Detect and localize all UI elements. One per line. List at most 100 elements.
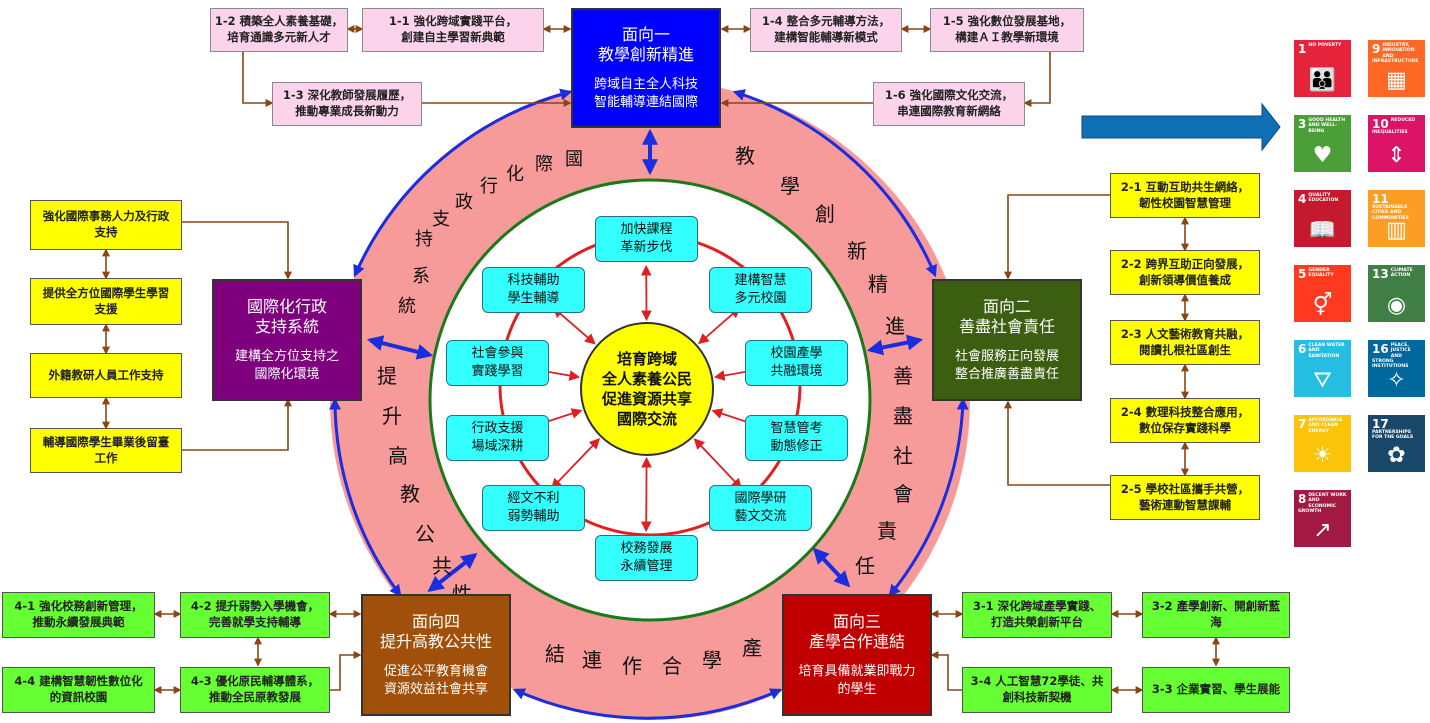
sdg-number: 10 [1372, 117, 1389, 131]
ring-char: 學 [780, 174, 800, 198]
ring-char: 創 [815, 202, 835, 226]
dim3-item-3-1: 3-1 深化跨域產學實踐、 打造共榮創新平台 [962, 592, 1112, 638]
spoke-arrow [550, 437, 601, 490]
sdg-label: Industry, Innovation and Infrastructure [1372, 43, 1419, 64]
sdg-tile: 5Gender Equality⚥ [1294, 265, 1351, 322]
ring-char: 會 [893, 482, 913, 506]
spoke-box: 行政支援 場域深耕 [446, 415, 549, 461]
spoke-box: 科技輔助 學生輔導 [482, 267, 585, 313]
dim2-box: 面向二 善盡社會責任 社會服務正向發展 整合推廣善盡責任 [932, 279, 1082, 401]
growth-icon: ↗ [1313, 518, 1332, 543]
sdg-number: 17 [1372, 417, 1389, 431]
sdg-number: 9 [1372, 42, 1381, 56]
sdg-label: Peace, Justice and Strong Institutions [1372, 343, 1411, 370]
ring-char: 教 [735, 144, 755, 168]
sdg-label: Good Health and Well-Being [1308, 118, 1346, 134]
sdg-label: No Poverty [1308, 43, 1342, 48]
spoke-box: 社會參與 實踐學習 [446, 340, 549, 386]
dim4-subtitle: 促進公平教育機會 資源效益社會共享 [383, 664, 488, 697]
intl-item-2: 提供全方位國際學生學習 支援 [30, 278, 182, 325]
sdg-number: 13 [1372, 267, 1389, 281]
water-icon: ⛛ [1313, 368, 1332, 393]
sdg-label: Partnerships for the Goals [1372, 430, 1414, 441]
sdg-pointer-arrow [1081, 102, 1281, 152]
ring-char: 升 [382, 404, 402, 428]
dim1-title: 面向一 教學創新精進 [597, 24, 694, 65]
sdg-tile: 10Reduced Inequalities ⇕ [1368, 115, 1425, 172]
center-goal-circle: 培育跨域 全人素養公民 促進資源共享 國際交流 [580, 322, 714, 456]
dim1-item-1-5: 1-5 強化數位發展基地， 構建ＡＩ教學新環境 [930, 8, 1084, 52]
dim1-item-1-1: 1-1 強化跨域實踐平台， 創建自主學習新典範 [362, 8, 544, 52]
sdg-tile: 13Climate Action◉ [1368, 265, 1425, 322]
dim4-item-4-3: 4-3 優化原民輔導體系， 推動全民原教發展 [180, 667, 330, 713]
ring-char: 持 [415, 229, 433, 250]
ring-char: 支 [432, 209, 450, 230]
gender-icon: ⚥ [1312, 293, 1333, 318]
dim3-title: 面向三 產學合作連結 [808, 611, 905, 652]
dim2-connectors [1004, 194, 1189, 486]
intl-connectors [102, 221, 292, 451]
intl-item-4: 輔導國際學生畢業後留臺 工作 [30, 428, 182, 473]
sdg-label: Decent Work and Economic Growth [1298, 493, 1347, 514]
sdg-number: 4 [1298, 192, 1307, 206]
cubes-icon: ▦ [1386, 68, 1407, 93]
ring-char: 進 [885, 314, 905, 338]
dove-icon: ✧ [1387, 368, 1406, 393]
sdg-tile: 6Clean Water and Sanitation ⛛ [1294, 340, 1351, 397]
dim3-item-3-4: 3-4 人工智慧72學徒、共 創科技新契機 [962, 667, 1112, 713]
ring-char: 共 [432, 554, 452, 578]
ring-char: 學 [702, 648, 722, 672]
intl-title: 國際化行政 支持系統 [246, 296, 327, 337]
dim1-item-1-3: 1-3 深化教師發展履歷， 推動專業成長新動力 [272, 82, 422, 126]
sdg-label: Clean Water and Sanitation [1308, 343, 1345, 359]
ring-char: 國 [565, 149, 583, 170]
intl-box: 國際化行政 支持系統 建構全方位支持之 國際化環境 [212, 279, 362, 401]
ring-char: 統 [398, 296, 416, 317]
sdg-label: Reduced Inequalities [1372, 118, 1416, 135]
dim2-item-2-5: 2-5 學校社區攜手共營， 藝術連動智慧課輔 [1110, 475, 1260, 520]
equality-icon: ⇕ [1387, 143, 1406, 168]
sdg-number: 6 [1298, 342, 1307, 356]
spoke-arrow [552, 306, 596, 345]
ring-char: 作 [622, 654, 642, 678]
heartbeat-icon: ♥ [1312, 143, 1333, 168]
spoke-arrow [693, 438, 743, 490]
sdg-tile: 11Sustainable Cities and Communities▥ [1368, 190, 1425, 247]
dim2-item-2-3: 2-3 人文藝術教育共融， 閱讀扎根社區創生 [1110, 320, 1260, 365]
dim4-item-4-2: 4-2 提升弱勢入學機會， 完善就學支持輔導 [180, 592, 330, 638]
ring-char: 際 [535, 154, 553, 175]
sdg-label: Affordable and Clean Energy [1308, 418, 1343, 434]
intl-item-1: 強化國際事務人力及行政 支持 [30, 200, 182, 250]
ring-char: 結 [545, 642, 565, 666]
ring-char: 教 [400, 482, 420, 506]
dim1-box: 面向一 教學創新精進 跨域自主全人科技 智能輔導連結國際 [571, 8, 721, 128]
dim1-item-1-6: 1-6 強化國際文化交流， 串連國際教育新網絡 [873, 82, 1025, 126]
ring-char: 公 [415, 522, 435, 546]
people-icon: 👪 [1308, 68, 1337, 93]
intl-subtitle: 建構全方位支持之 國際化環境 [234, 349, 339, 382]
ring-char: 連 [582, 648, 602, 672]
ring-char: 任 [855, 554, 875, 578]
dim3-box: 面向三 產學合作連結 培育具備就業即戰力 的學生 [782, 594, 932, 716]
ring-char: 社 [893, 444, 913, 468]
ring-char: 行 [480, 176, 498, 197]
spoke-box: 國際學研 藝文交流 [709, 485, 812, 531]
ring-char: 責 [877, 519, 897, 543]
spoke-box: 校務發展 永續管理 [595, 535, 698, 581]
sdg-number: 11 [1372, 192, 1389, 206]
dim2-title: 面向二 善盡社會責任 [958, 296, 1055, 337]
center-goal-text: 培育跨域 全人素養公民 促進資源共享 國際交流 [601, 349, 692, 429]
dim2-item-2-4: 2-4 數理科技整合應用， 數位保存實踐科學 [1110, 398, 1260, 443]
city-icon: ▥ [1386, 218, 1407, 243]
sdg-tile: 17Partnerships for the Goals✿ [1368, 415, 1425, 472]
dim3-subtitle: 培育具備就業即戰力 的學生 [798, 664, 916, 697]
sdg-tile: 16Peace, Justice and Strong Institutions… [1368, 340, 1425, 397]
dim4-item-4-4: 4-4 建構智慧韌性數位化 的資訊校園 [2, 667, 155, 713]
dim1-item-1-4: 1-4 整合多元輔導方法， 建構智能輔導新模式 [750, 8, 902, 52]
sun-icon: ☀ [1312, 443, 1333, 468]
sdg-tile: 8Decent Work and Economic Growth↗ [1294, 490, 1351, 547]
ring-char: 合 [662, 654, 682, 678]
ring-char: 產 [742, 636, 762, 660]
dim2-item-2-1: 2-1 互動互助共生網絡， 韌性校園智慧管理 [1110, 173, 1260, 218]
